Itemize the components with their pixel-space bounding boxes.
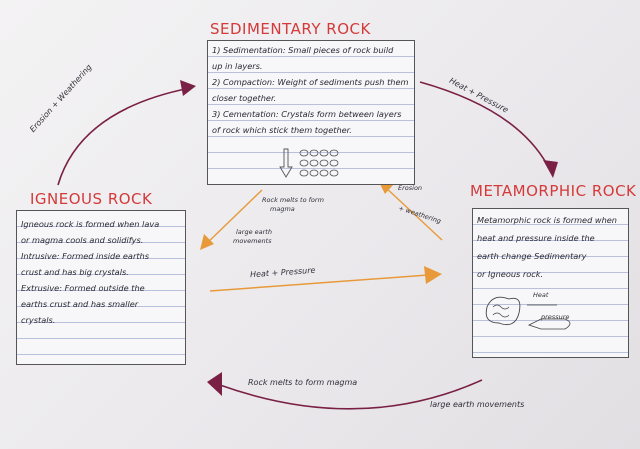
igneous-line-4: crust and has big crystals. <box>21 267 129 277</box>
igneous-title: IGNEOUS ROCK <box>30 190 153 208</box>
heat-pressure-middle-arrowhead <box>424 266 442 284</box>
igneous-line-5: Extrusive: Formed outside the <box>21 283 145 293</box>
erosion-label: Erosion <box>398 184 423 192</box>
igneous-box: Igneous rock is formed when lava or magm… <box>16 210 186 365</box>
igneous-line-6: earths crust and has smaller <box>21 299 139 309</box>
sedimentary-line-2: up in layers. <box>212 61 263 71</box>
erosion-weathering-arrow <box>57 87 191 186</box>
sedimentary-box: 1) Sedimentation: Small pieces of rock b… <box>207 40 415 185</box>
igneous-line-3: Intrusive: Formed inside earths <box>21 251 149 261</box>
metamorphic-line-2: heat and pressure inside the <box>477 233 595 243</box>
heat-pressure-top-arrowhead <box>543 160 558 178</box>
igneous-line-1: Igneous rock is formed when lava <box>21 219 160 229</box>
metamorphic-box: Metamorphic rock is formed when heat and… <box>472 208 629 358</box>
igneous-line-2: or magma cools and solidifys. <box>21 235 144 245</box>
sedimentary-line-6: of rock which stick them together. <box>212 125 352 135</box>
heat-pressure-top-arrow <box>419 81 551 171</box>
sedimentary-line-3: 2) Compaction: Weight of sediments push … <box>212 77 409 87</box>
igneous-line-7: crystals. <box>21 315 56 325</box>
metamorphic-line-4: or Igneous rock. <box>477 269 544 279</box>
erosion-weathering-arrowhead <box>180 80 196 96</box>
compaction-sketch <box>279 148 339 178</box>
meta-to-sed-arrow <box>383 185 443 241</box>
sedimentary-line-1: 1) Sedimentation: Small pieces of rock b… <box>212 45 394 55</box>
metamorphic-title: METAMORPHIC ROCK <box>470 182 637 200</box>
sedimentary-line-4: closer together. <box>212 93 277 103</box>
sed-to-igneous-arrowhead <box>200 234 214 250</box>
metamorphic-sketch <box>485 296 571 330</box>
sedimentary-title: SEDIMENTARY ROCK <box>210 20 371 38</box>
rock-melts-bottom-label: Rock melts to form magma <box>248 378 358 387</box>
sketch-pressure-label: pressure <box>541 313 570 321</box>
large-earth-label-a: large earth <box>236 228 272 236</box>
large-earth-label-b: movements <box>233 237 272 245</box>
metamorphic-line-3: earth change Sedimentary <box>477 251 587 261</box>
sketch-heat-label: Heat <box>533 291 549 299</box>
sed-to-igneous-arrow <box>203 189 263 247</box>
metamorphic-line-1: Metamorphic rock is formed when <box>477 215 617 225</box>
rock-melts-top-label-b: magma <box>270 205 295 213</box>
sedimentary-line-5: 3) Cementation: Crystals form between la… <box>212 109 402 119</box>
heat-pressure-middle-arrow <box>209 274 429 292</box>
bottom-cycle-arrow <box>219 379 483 410</box>
rock-melts-top-label-a: Rock melts to form <box>262 196 324 204</box>
bottom-cycle-arrowhead <box>207 372 222 396</box>
large-earth-bottom-label: large earth movements <box>430 400 525 409</box>
